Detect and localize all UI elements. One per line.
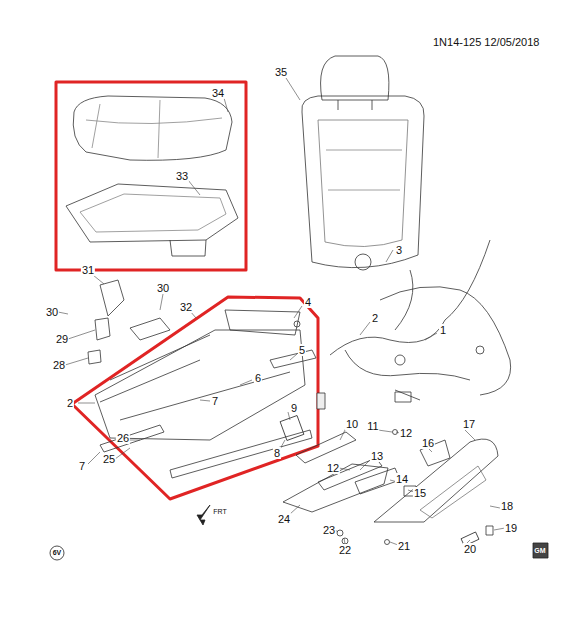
callout-number: 3 [395,244,403,256]
callout-number: 33 [175,170,189,182]
callout-number: 30 [45,306,59,318]
callout-number: 4 [304,296,312,308]
callout-number: 21 [397,540,411,552]
callout-number: 35 [274,66,288,78]
callout-number: 18 [500,500,514,512]
callout-number: 7 [211,395,219,407]
callout-number: 28 [52,359,66,371]
callout-number: 13 [370,450,384,462]
direction-label: FRT [212,506,227,518]
callout-number: 8 [273,447,281,459]
document-id: 1N14-125 12/05/2018 [432,36,540,48]
callout-number: 25 [102,453,116,465]
callout-number: 9 [290,402,298,414]
callout-number: 34 [211,87,225,99]
callout-number: 22 [338,544,352,556]
callout-number: 11 [366,420,379,432]
callout-number: 16 [421,437,435,449]
callout-number: 1 [439,324,447,336]
callout-number: 31 [81,264,95,276]
callout-number: 17 [462,418,476,430]
callout-number: 5 [298,344,306,356]
callout-number: 29 [55,333,69,345]
callout-number: 24 [277,513,291,525]
callout-number: 7 [78,460,86,472]
callout-number: 19 [504,522,518,534]
callout-number: 14 [395,473,409,485]
callout-number: 2 [371,312,379,324]
callout-number: 26 [116,432,130,444]
callout-number: 32 [179,301,193,313]
callout-number: 12 [326,462,340,474]
callout-number: 30 [156,282,170,294]
callout-number: 23 [322,524,336,536]
callout-number: 15 [413,487,427,499]
badge-text: GM [533,545,546,557]
callout-number: 6 [254,372,262,384]
callout-number: 12 [399,427,413,439]
badge-text: 6V [52,547,63,559]
callout-number: 2 [66,397,74,409]
callout-number: 20 [463,543,477,555]
callout-number: 10 [345,418,359,430]
